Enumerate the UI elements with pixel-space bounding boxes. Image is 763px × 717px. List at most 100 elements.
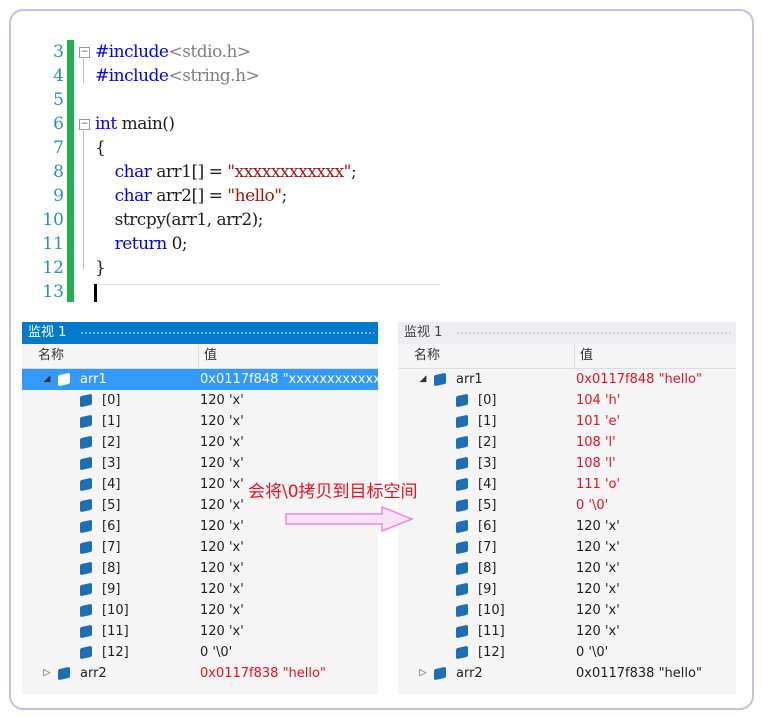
variable-name: [5] — [102, 498, 121, 513]
watch-row-element[interactable]: [12]0 '\0' — [22, 642, 378, 663]
column-name-header[interactable]: 名称 — [414, 348, 441, 363]
variable-cube-icon — [80, 582, 92, 597]
watch-row-element[interactable]: [6]120 'x' — [398, 516, 736, 537]
code-line[interactable]: 4 #include<string.h> — [40, 64, 440, 88]
watch-row-element[interactable]: [11]120 'x' — [22, 621, 378, 642]
variable-value: 0 '\0' — [576, 645, 609, 660]
variable-name: [9] — [478, 582, 497, 597]
line-number: 11 — [42, 234, 64, 254]
expand-icon[interactable]: ▷ — [419, 668, 427, 678]
variable-name: arr1 — [80, 372, 107, 387]
code-line[interactable]: 9 char arr2[] = "hello"; — [40, 184, 440, 208]
variable-name: [4] — [102, 477, 121, 492]
code-line[interactable]: 10 strcpy(arr1, arr2); — [40, 208, 440, 232]
watch-row-element[interactable]: [11] 120 'x' — [398, 621, 736, 642]
watch-row-element[interactable]: [10]120 'x' — [22, 600, 378, 621]
watch-row-element[interactable]: [5]0 '\0' — [398, 495, 736, 516]
variable-value: 120 'x' — [576, 624, 620, 639]
code-token: { — [95, 138, 106, 158]
watch-row-element[interactable]: [0]120 'x' — [22, 390, 378, 411]
fold-toggle-icon[interactable]: − — [79, 47, 90, 58]
watch-row-element[interactable]: [2]120 'x' — [22, 432, 378, 453]
watch-row-element[interactable]: [10]120 'x' — [398, 600, 736, 621]
code-text: char arr2[] = "hello"; — [95, 184, 288, 208]
variable-cube-icon — [456, 645, 468, 660]
expand-icon[interactable]: ▷ — [43, 668, 51, 678]
watch-row-element[interactable]: [7]120 'x' — [22, 537, 378, 558]
title-grip — [80, 331, 374, 336]
fold-toggle-icon[interactable]: − — [79, 119, 90, 130]
code-line[interactable]: 8 char arr1[] = "xxxxxxxxxxxx"; — [40, 160, 440, 184]
column-name-header[interactable]: 名称 — [38, 348, 65, 363]
code-token: ; — [281, 186, 288, 206]
variable-value: 104 'h' — [576, 393, 621, 408]
variable-value: 120 'x' — [200, 477, 244, 492]
code-line[interactable]: 5 — [40, 88, 440, 112]
watch-row-element[interactable]: [4] 120 'x' — [22, 474, 378, 495]
watch-row-element[interactable]: [8]120 'x' — [398, 558, 736, 579]
variable-cube-icon — [456, 603, 468, 618]
watch-row-element[interactable]: [4]111 'o' — [398, 474, 736, 495]
watch-row-arr1[interactable]: ◢ arr1 0x0117f848 "xxxxxxxxxxxx" — [22, 369, 387, 390]
variable-name: [11] — [478, 624, 505, 639]
code-text: #include<string.h> — [95, 64, 260, 88]
collapse-icon[interactable]: ◢ — [419, 374, 427, 384]
line-number: 12 — [42, 258, 64, 278]
code-line[interactable]: 7{ — [40, 136, 440, 160]
watch-row-element[interactable]: [12]0 '\0' — [398, 642, 736, 663]
watch-row-element[interactable]: [1]101 'e' — [398, 411, 736, 432]
collapse-icon[interactable]: ◢ — [43, 374, 51, 384]
fold-guide — [83, 57, 84, 83]
line-number: 13 — [42, 282, 64, 302]
variable-name: [6] — [102, 519, 121, 534]
code-token: <stdio.h> — [168, 42, 251, 62]
line-number: 3 — [53, 42, 64, 62]
variable-cube-icon — [434, 666, 446, 681]
watch-row-element[interactable]: [3]108 'l' — [398, 453, 736, 474]
watch-row-element[interactable]: [1]120 'x' — [22, 411, 378, 432]
code-token: char — [95, 162, 157, 182]
variable-name: [9] — [102, 582, 121, 597]
watch-row-element[interactable]: [6] 120 'x' — [22, 516, 378, 537]
variable-cube-icon — [80, 603, 92, 618]
code-line[interactable]: 13 — [40, 280, 440, 304]
variable-name: [1] — [102, 414, 121, 429]
line-number: 7 — [53, 138, 64, 158]
variable-value: 120 'x' — [200, 624, 244, 639]
variable-value: 120 'x' — [200, 519, 244, 534]
variable-name: [12] — [102, 645, 129, 660]
variable-cube-icon — [80, 393, 92, 408]
variable-value: 101 'e' — [576, 414, 621, 429]
title-grip — [456, 331, 732, 336]
text-cursor — [94, 284, 97, 302]
line-number: 5 — [53, 90, 64, 110]
watch-row-element[interactable]: [9]120 'x' — [398, 579, 736, 600]
code-line[interactable]: 3#include<stdio.h> — [40, 40, 440, 64]
code-line[interactable]: 11 return 0; — [40, 232, 440, 256]
column-value-header[interactable]: 值 — [198, 344, 217, 368]
variable-name: [2] — [102, 435, 121, 450]
code-token: main() — [121, 114, 175, 134]
watch-row-element[interactable]: [5]120 'x' — [22, 495, 378, 516]
watch-row-element[interactable]: [7]120 'x' — [398, 537, 736, 558]
code-token: strcpy(arr1, arr2); — [95, 210, 264, 230]
watch-row-element[interactable]: [9]120 'x' — [22, 579, 378, 600]
watch-row-element[interactable]: [3]120 'x' — [22, 453, 378, 474]
variable-cube-icon — [456, 561, 468, 576]
code-editor[interactable]: − − 3#include<stdio.h>4 #include<string.h… — [40, 40, 440, 302]
watch-row-element[interactable]: [8]120 'x' — [22, 558, 378, 579]
code-text: } — [95, 256, 106, 280]
watch-row-element[interactable]: [0]104 'h' — [398, 390, 736, 411]
variable-cube-icon — [456, 498, 468, 513]
watch-row-element[interactable]: [2]108 'l' — [398, 432, 736, 453]
column-value-header[interactable]: 值 — [574, 344, 593, 368]
line-number: 4 — [53, 66, 64, 86]
code-line[interactable]: 12} — [40, 256, 440, 280]
variable-value: 0x0117f848 "xxxxxxxxxxxx" — [200, 372, 387, 387]
